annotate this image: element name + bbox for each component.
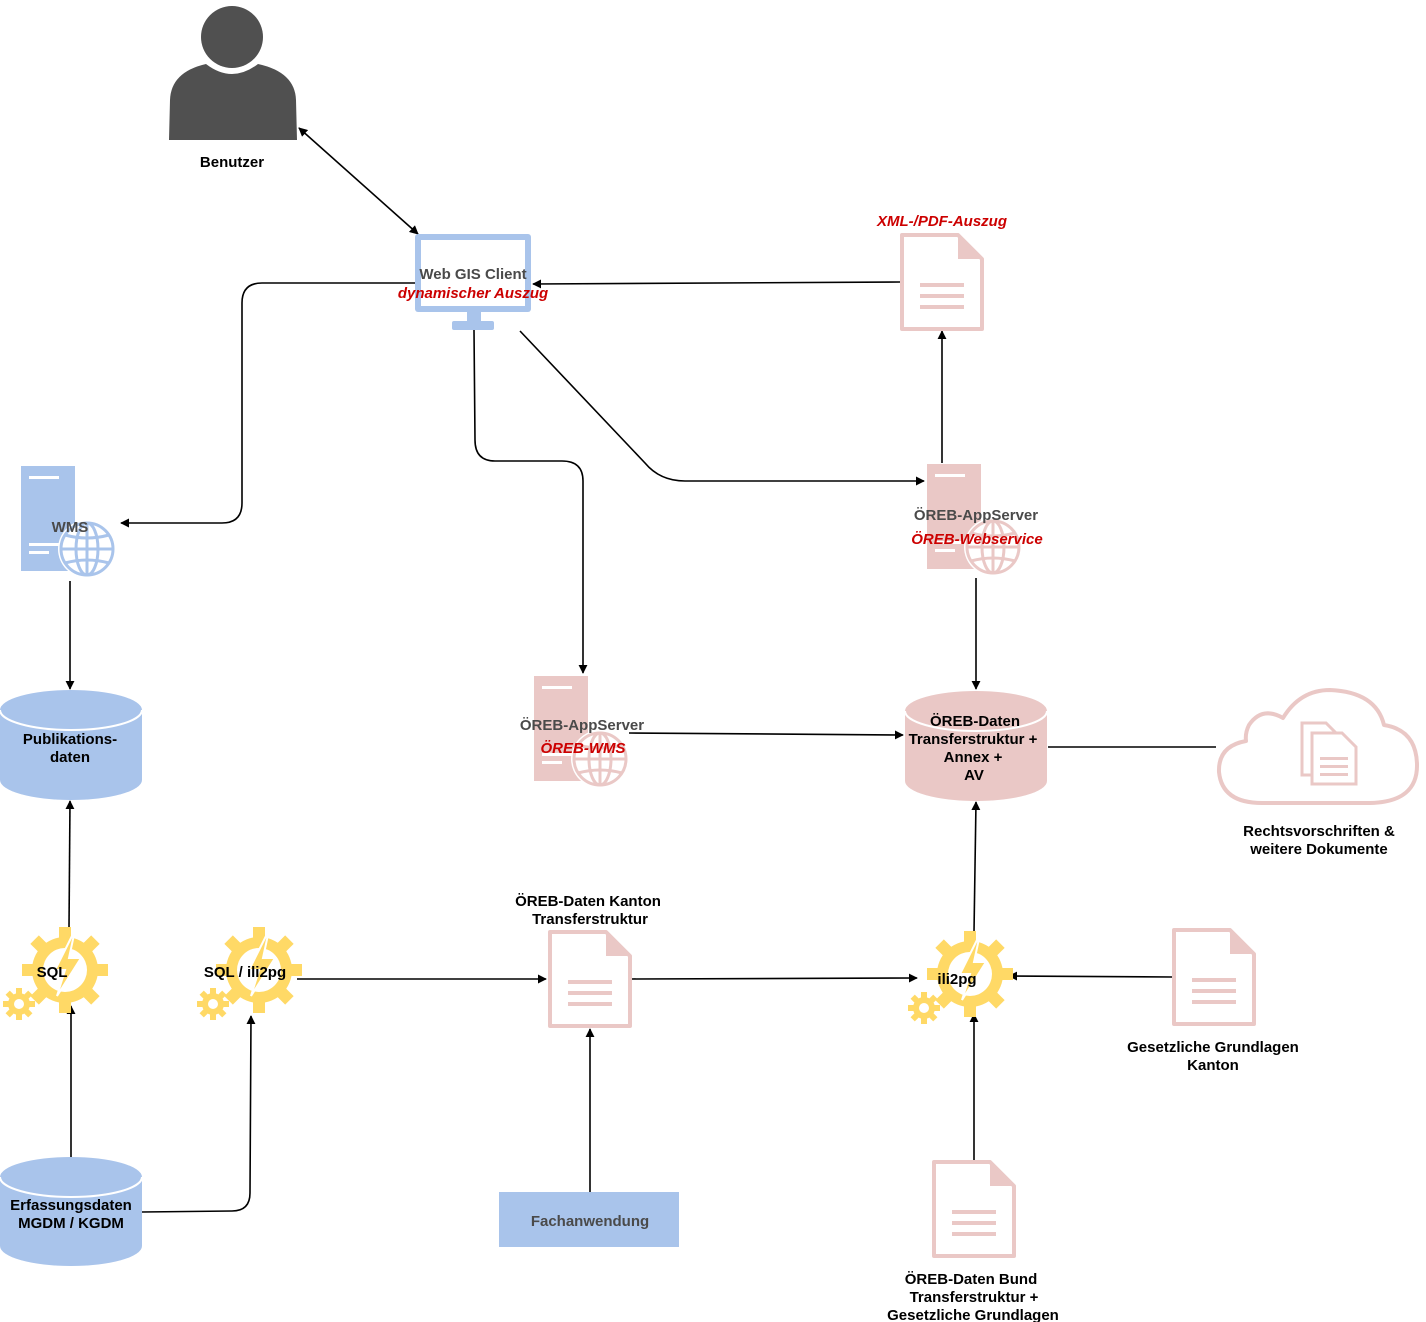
edge-appwms-db — [628, 730, 904, 740]
edge-ili2pg-db — [971, 801, 981, 933]
edge-webgis-appserver-wms — [473, 329, 588, 674]
webgis-label: Web GIS Client — [419, 266, 526, 283]
xml-pdf-label: XML-/PDF-Auszug — [876, 213, 1007, 230]
fachanwendung-label: Fachanwendung — [531, 1213, 649, 1230]
doc-kanton-document-icon[interactable] — [548, 930, 632, 1028]
ili2pg-label: ili2pg — [937, 971, 976, 988]
doc-bund-label-1: ÖREB-Daten Bund — [905, 1271, 1038, 1288]
appserver-wms-label: ÖREB-AppServer — [520, 717, 644, 734]
doc-bund-label-2: Transferstruktur + — [910, 1289, 1039, 1306]
oereb-db-label-4: AV — [964, 767, 984, 784]
doc-kanton-label-2: Transferstruktur — [532, 911, 648, 928]
edge-user-webgis — [298, 127, 419, 235]
doc-gesetz-document-icon[interactable] — [1172, 928, 1256, 1026]
edge-gesetz-ili2pg — [1008, 971, 1173, 981]
appserver-ws-sublabel: ÖREB-Webservice — [911, 531, 1042, 548]
fachanwendung-box[interactable] — [499, 1192, 679, 1247]
edge-webgis-appserver-ws — [519, 330, 925, 486]
doc-gesetz-label-2: Kanton — [1187, 1057, 1239, 1074]
erfassung-label-2: MGDM / KGDM — [18, 1215, 124, 1232]
edge-erfassung-ili2pg — [141, 1015, 256, 1213]
wms-label: WMS — [52, 519, 89, 536]
cloud-documents-icon[interactable] — [1216, 688, 1420, 805]
webgis-sublabel: dynamischer Auszug — [398, 285, 548, 302]
publikation-label-1: Publikations- — [23, 731, 117, 748]
edges — [65, 127, 1216, 1213]
oereb-db-label-1: ÖREB-Daten — [930, 713, 1020, 730]
oereb-db-label-2: Transferstruktur + — [909, 731, 1038, 748]
publikation-database-icon[interactable] — [0, 690, 143, 800]
xml-pdf-document-icon[interactable] — [900, 233, 984, 331]
sql-label: SQL — [37, 964, 68, 981]
edge-sql-publikation — [65, 800, 75, 929]
doc-kanton-label-1: ÖREB-Daten Kanton — [515, 893, 661, 910]
doc-gesetz-label-1: Gesetzliche Grundlagen — [1127, 1039, 1299, 1056]
edge-kanton-ili2pg — [631, 973, 918, 983]
appserver-wms-sublabel: ÖREB-WMS — [541, 740, 626, 757]
cloud-label-1: Rechtsvorschriften & — [1243, 823, 1395, 840]
oereb-database-icon[interactable] — [904, 691, 1048, 801]
oereb-db-label-3: Annex + — [944, 749, 1003, 766]
cloud-label-2: weitere Dokumente — [1249, 841, 1388, 858]
doc-bund-document-icon[interactable] — [932, 1160, 1016, 1258]
sql-ili2pg-label: SQL / ili2pg — [204, 964, 286, 981]
monitor-icon[interactable] — [415, 234, 531, 330]
publikation-label-2: daten — [50, 749, 90, 766]
doc-bund-label-3: Gesetzliche Grundlagen — [887, 1307, 1059, 1322]
edge-xml-webgis — [532, 279, 901, 289]
appserver-ws-label: ÖREB-AppServer — [914, 507, 1038, 524]
edge-webgis-wms — [120, 282, 415, 528]
user-label: Benutzer — [200, 154, 264, 171]
erfassung-label-1: Erfassungsdaten — [10, 1197, 132, 1214]
erfassung-database-icon[interactable] — [0, 1157, 143, 1266]
user-icon — [169, 6, 297, 140]
